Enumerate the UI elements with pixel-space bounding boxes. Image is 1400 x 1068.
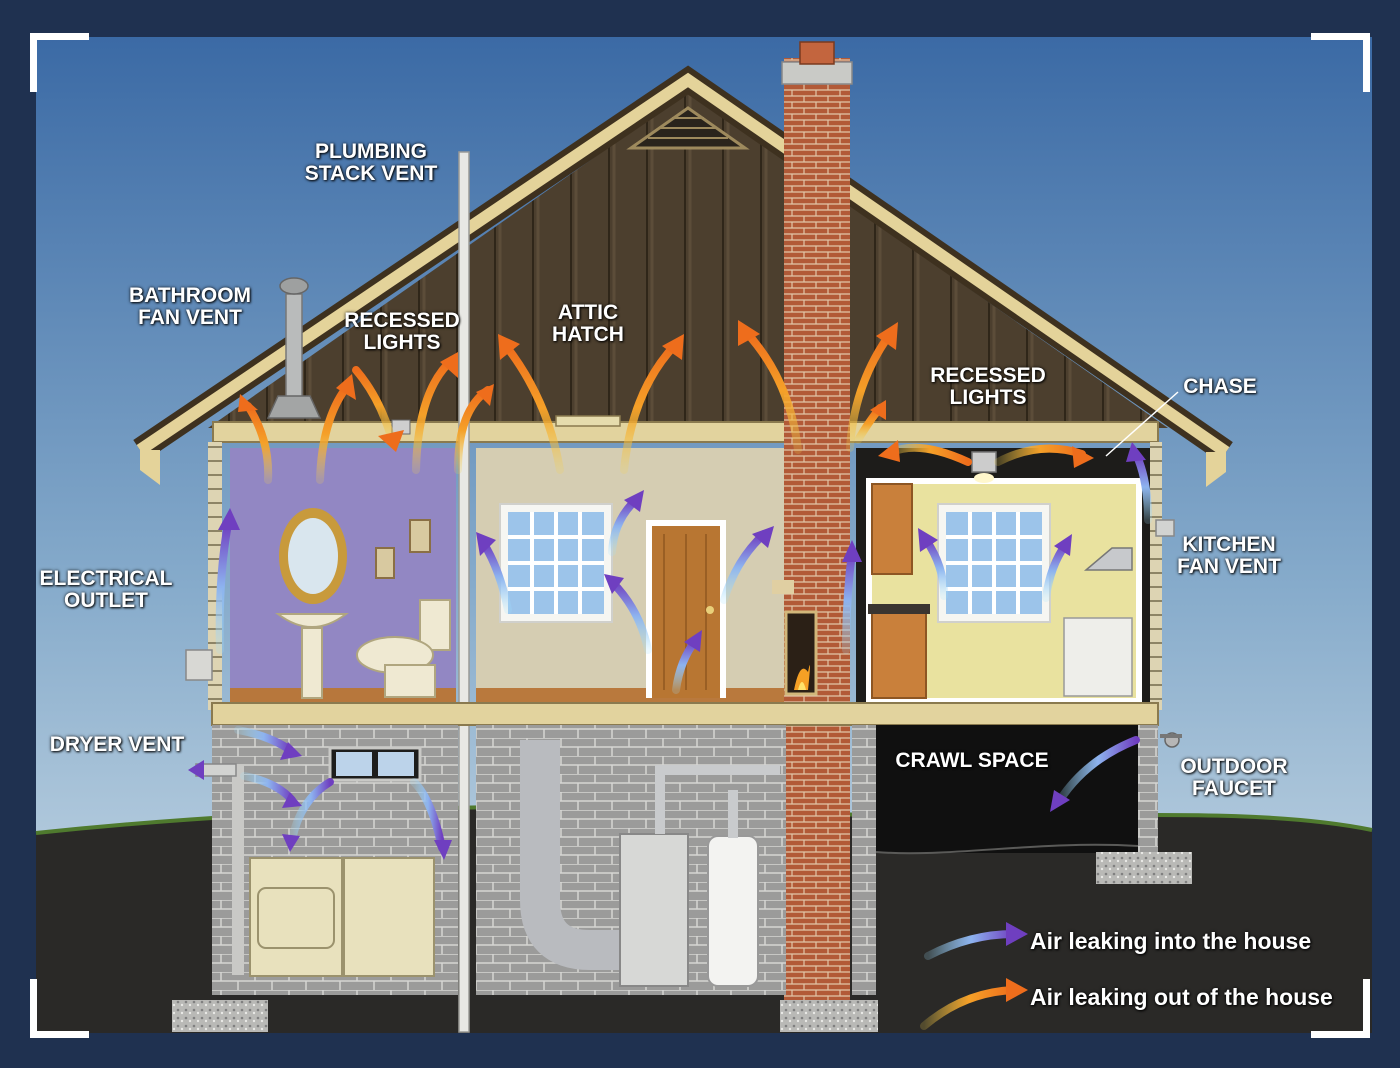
corner-mark-top-right	[1311, 33, 1370, 92]
label-line: ELECTRICAL	[39, 567, 173, 590]
label-line: BATHROOM	[128, 284, 252, 307]
label-attic-hatch: ATTIC HATCH	[530, 301, 646, 347]
label-line: ATTIC	[557, 301, 619, 324]
legend-out-arrow	[920, 986, 1018, 1030]
legend-out-of-house: Air leaking out of the house	[1030, 984, 1333, 1010]
toilet	[419, 599, 451, 651]
label-line: RECESSED	[344, 309, 460, 332]
footing-left	[172, 1000, 268, 1032]
label-dryer-vent: DRYER VENT	[44, 733, 190, 756]
label-line: RECESSED	[930, 364, 1046, 387]
label-line: FAUCET	[1192, 777, 1276, 801]
attic-interior	[208, 92, 1168, 428]
label-line: CHASE	[1183, 375, 1257, 398]
label-electrical-outlet: ELECTRICAL OUTLET	[36, 567, 176, 613]
label-line: STACK VENT	[304, 162, 438, 186]
attic-floor	[212, 421, 1159, 443]
label-line: CRAWL SPACE	[895, 749, 1049, 772]
plumbing-stack-pipe	[458, 151, 470, 1033]
label-outdoor-faucet: OUTDOOR FAUCET	[1170, 755, 1298, 801]
label-line: DRYER VENT	[49, 733, 185, 756]
footing-right	[1096, 852, 1192, 884]
corner-mark-bottom-right	[1311, 979, 1370, 1038]
label-line: LIGHTS	[363, 331, 441, 355]
label-line: OUTDOOR	[1180, 755, 1288, 778]
label-plumbing-stack-vent: PLUMBING STACK VENT	[286, 140, 456, 186]
sink	[275, 613, 349, 628]
corner-mark-top-left	[30, 33, 89, 92]
furnace	[619, 833, 689, 987]
label-line: FAN VENT	[1177, 555, 1281, 579]
label-chase: CHASE	[1172, 375, 1268, 398]
label-line: PLUMBING	[315, 140, 427, 163]
attic-hatch	[555, 415, 621, 427]
label-line: KITCHEN	[1182, 533, 1276, 556]
chimney	[784, 58, 850, 1008]
electrical-outlet	[185, 649, 213, 681]
label-recessed-lights-right: RECESSED LIGHTS	[914, 364, 1062, 410]
label-line: OUTLET	[64, 589, 148, 613]
label-line: LIGHTS	[949, 386, 1027, 410]
range-hood	[1083, 547, 1133, 571]
main-floor	[211, 702, 1159, 726]
label-recessed-lights-left: RECESSED LIGHTS	[330, 309, 474, 355]
label-kitchen-fan-vent: KITCHEN FAN VENT	[1166, 533, 1292, 579]
label-line: HATCH	[552, 323, 624, 347]
crawl-space	[876, 725, 1138, 853]
water-heater	[707, 835, 759, 987]
dryer	[249, 857, 343, 977]
footing-chimney	[780, 1000, 878, 1032]
washer	[343, 857, 435, 977]
legend-in-arrow	[924, 930, 1018, 960]
legend-into-house: Air leaking into the house	[1030, 928, 1312, 954]
bathroom-fan-vent	[285, 293, 303, 405]
ductwork	[520, 740, 620, 970]
right-siding	[1150, 442, 1162, 710]
chase-pointer	[1105, 391, 1179, 457]
corner-mark-bottom-left	[30, 979, 89, 1038]
stove	[1063, 617, 1133, 697]
air-out-arrows	[244, 328, 894, 484]
label-crawl-space: CRAWL SPACE	[886, 749, 1058, 772]
label-line: FAN VENT	[138, 306, 242, 330]
kitchen-fan-vent	[1155, 519, 1175, 537]
label-bathroom-fan-vent: BATHROOM FAN VENT	[110, 284, 270, 330]
air-out-arrowheads	[238, 320, 898, 452]
